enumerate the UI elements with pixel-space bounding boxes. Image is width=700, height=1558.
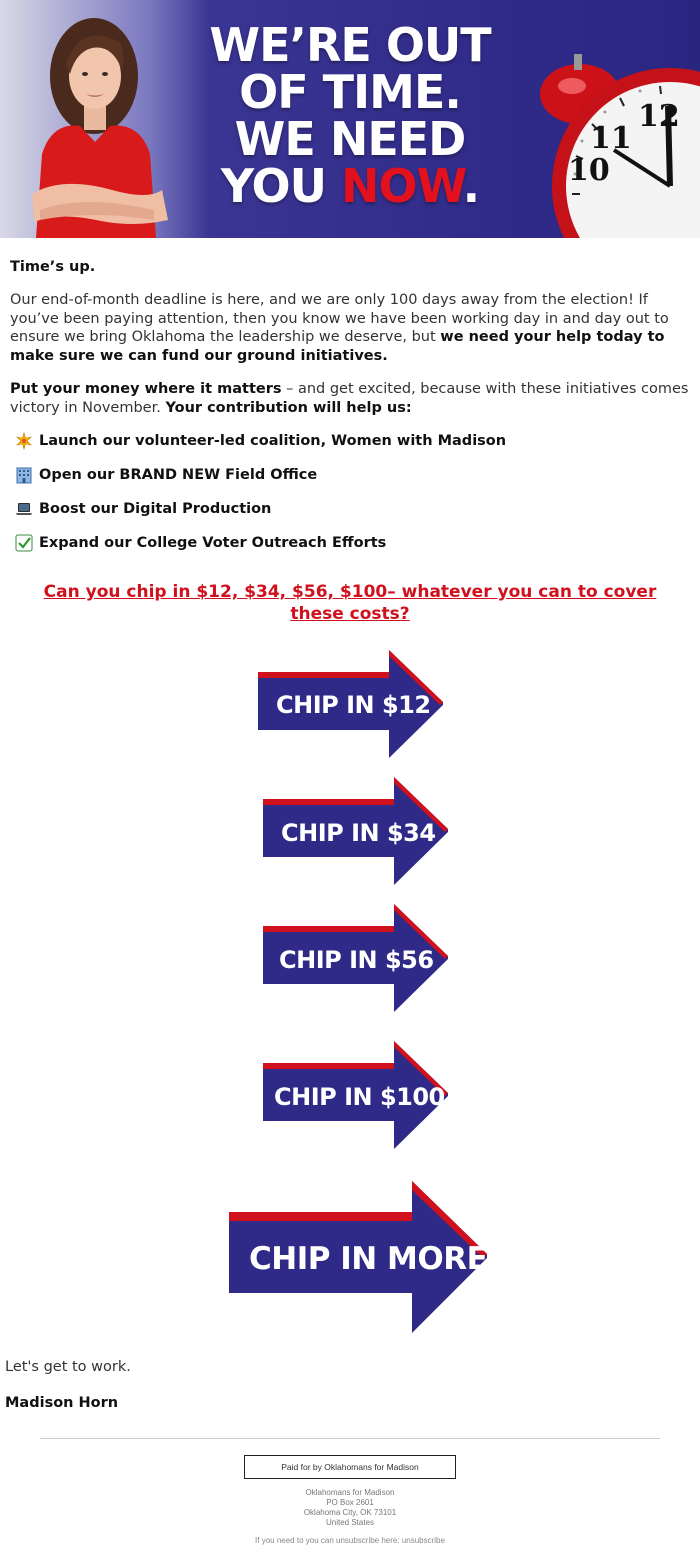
initiative-text: Expand our College Voter Outreach Effort… xyxy=(39,535,387,551)
headline-period: . xyxy=(462,159,481,213)
headline-line-3: WE NEED xyxy=(234,112,467,166)
initiatives-list: Launch our volunteer-led coalition, Wome… xyxy=(15,431,695,553)
signoff-name: Madison Horn xyxy=(5,1395,119,1411)
intro-para1-text: Our end-of-month deadline is here, and w… xyxy=(10,292,669,345)
chip-in-more-button[interactable]: CHIP IN MORE xyxy=(229,1181,488,1333)
headline-now: NOW xyxy=(341,159,464,213)
hero-banner: WE’RE OUT OF TIME. WE NEED YOU NOW. 12 1… xyxy=(0,0,700,238)
headline-line-1: WE’RE OUT xyxy=(209,18,491,72)
address-country: United States xyxy=(325,1518,375,1527)
chip-in-12-label: CHIP IN $12 xyxy=(276,691,431,719)
intro-paragraph-1: Our end-of-month deadline is here, and w… xyxy=(10,291,692,365)
headline-you: YOU xyxy=(220,159,342,213)
intro-paragraph-2: Put your money where it matters – and ge… xyxy=(10,380,692,417)
chip-in-56-button[interactable]: CHIP IN $56 xyxy=(263,904,448,1012)
donate-ask-link[interactable]: Can you chip in $12, $34, $56, $100– wha… xyxy=(43,582,657,624)
address-city: Oklahoma City, OK 73101 xyxy=(303,1508,397,1517)
intro-para2-bold-a: Put your money where it matters xyxy=(10,381,282,397)
signoff-line: Let's get to work. xyxy=(5,1359,131,1375)
chip-in-100-button[interactable]: CHIP IN $100 xyxy=(263,1041,448,1149)
arrow-shape-icon xyxy=(263,1041,448,1149)
mailing-address: Oklahomans for Madison PO Box 2601 Oklah… xyxy=(200,1488,500,1528)
initiative-text: Launch our volunteer-led coalition, Wome… xyxy=(39,433,507,449)
chip-in-12-button[interactable]: CHIP IN $12 xyxy=(258,650,443,758)
unsubscribe-text: If you need to you can unsubscribe here: xyxy=(255,1536,402,1545)
chip-in-more-label: CHIP IN MORE xyxy=(249,1241,488,1277)
paid-for-disclaimer: Paid for by Oklahomans for Madison xyxy=(244,1455,456,1479)
intro-section: Time’s up. xyxy=(10,258,690,277)
list-item: Expand our College Voter Outreach Effort… xyxy=(15,533,695,553)
clock-number-10: 10 xyxy=(568,153,610,188)
chip-in-100-label: CHIP IN $100 xyxy=(274,1083,445,1111)
intro-heading: Time’s up. xyxy=(10,259,96,275)
unsubscribe-link[interactable]: unsubscribe xyxy=(401,1536,445,1545)
unsubscribe-line: If you need to you can unsubscribe here:… xyxy=(150,1536,550,1545)
address-org: Oklahomans for Madison xyxy=(305,1488,395,1497)
footer-divider xyxy=(40,1438,660,1439)
laptop-icon xyxy=(15,500,33,518)
chip-in-34-label: CHIP IN $34 xyxy=(281,819,436,847)
arrow-shape-icon xyxy=(263,777,448,885)
arrow-shape-icon xyxy=(258,650,443,758)
clock-number-11: 11 xyxy=(590,121,632,156)
alarm-clock-icon: 12 11 10 xyxy=(540,54,700,238)
chip-in-34-button[interactable]: CHIP IN $34 xyxy=(263,777,448,885)
arrow-shape-icon xyxy=(229,1181,487,1333)
initiative-text: Boost our Digital Production xyxy=(39,501,272,517)
chip-in-56-label: CHIP IN $56 xyxy=(279,946,434,974)
address-po-box: PO Box 2601 xyxy=(326,1498,374,1507)
arrow-shape-icon xyxy=(263,904,448,1012)
intro-para2-text: – and get excited, because with these in… xyxy=(10,381,689,416)
initiative-text: Open our BRAND NEW Field Office xyxy=(39,467,318,483)
intro-para1-bold: we need your help today to make sure we … xyxy=(10,329,665,364)
headline-line-4: YOU NOW. xyxy=(190,163,510,210)
checkmark-icon xyxy=(15,534,33,552)
list-item: Boost our Digital Production xyxy=(15,499,695,519)
hero-headline: WE’RE OUT OF TIME. WE NEED YOU NOW. xyxy=(190,22,510,210)
intro-para2-bold-b: Your contribution will help us: xyxy=(165,399,412,416)
headline-line-2: OF TIME. xyxy=(239,65,462,119)
sparkle-icon xyxy=(15,432,33,450)
list-item: Open our BRAND NEW Field Office xyxy=(15,465,695,485)
clock-number-12: 12 xyxy=(638,99,680,134)
office-building-icon xyxy=(15,466,33,484)
candidate-photo xyxy=(32,18,168,238)
list-item: Launch our volunteer-led coalition, Wome… xyxy=(15,431,695,451)
